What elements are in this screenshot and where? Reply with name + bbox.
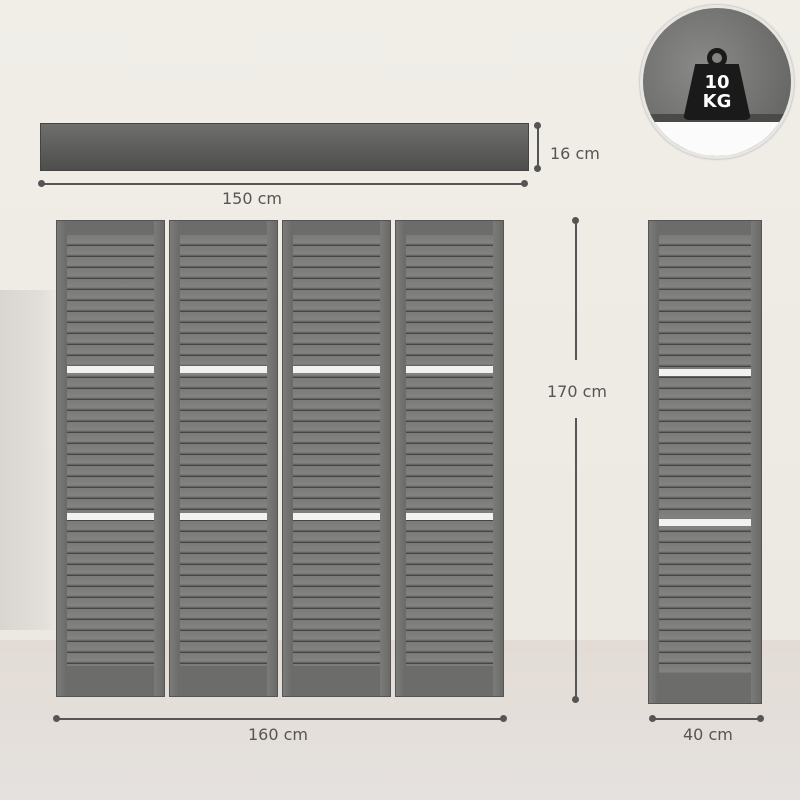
divider-panel-2 — [169, 220, 278, 697]
single-panel — [648, 220, 762, 704]
shelf-depth-line — [537, 125, 539, 169]
screen-height-label: 170 cm — [547, 382, 608, 401]
dim-dot — [649, 715, 656, 722]
dim-dot — [53, 715, 60, 722]
dim-dot — [757, 715, 764, 722]
dim-dot — [534, 122, 541, 129]
divider-panel-3 — [282, 220, 391, 697]
shelf-plank — [40, 123, 529, 171]
shelf-width-label: 150 cm — [222, 189, 283, 208]
shelf-depth-label: 16 cm — [550, 144, 600, 163]
divider-panel-1 — [56, 220, 165, 697]
dim-dot — [500, 715, 507, 722]
screen-width-line — [56, 718, 504, 720]
shelf-width-line — [41, 183, 525, 185]
panel-width-line — [652, 718, 760, 720]
panel-width-label: 40 cm — [683, 725, 733, 744]
weight-capacity-badge: 10 KG — [640, 5, 794, 159]
dim-dot — [521, 180, 528, 187]
dim-dot — [572, 217, 579, 224]
wall-shadow — [0, 290, 60, 630]
badge-floor — [643, 122, 791, 156]
weight-unit: KG — [702, 91, 732, 112]
weight-icon: 10 KG — [679, 48, 755, 120]
divider-panel-4 — [395, 220, 504, 697]
dim-dot — [572, 696, 579, 703]
height-line-bottom — [575, 418, 577, 698]
dim-dot — [534, 165, 541, 172]
height-line-top — [575, 222, 577, 360]
dim-dot — [38, 180, 45, 187]
weight-value: 10 — [704, 72, 730, 93]
screen-width-label: 160 cm — [248, 725, 309, 744]
